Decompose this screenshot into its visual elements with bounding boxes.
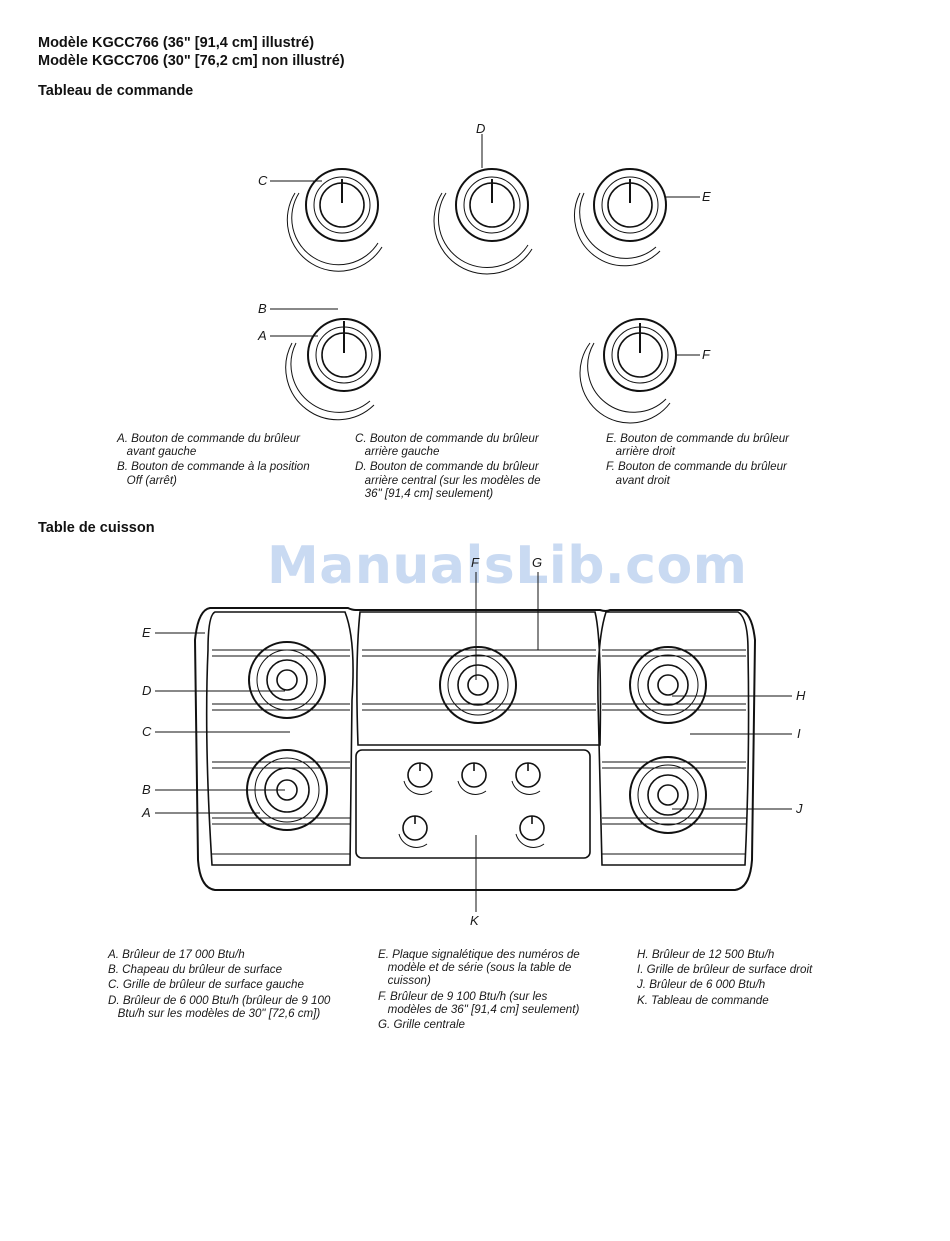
cook-callout-k: K <box>470 913 479 928</box>
cook-callout-b: B <box>142 782 151 797</box>
watermark: ManualsLib.com <box>267 536 748 596</box>
caption-a: A. Bouton de commande du brûleur avant g… <box>117 432 301 459</box>
caption-d: D. Bouton de commande du brûleur arrière… <box>355 460 541 500</box>
controls-caption-col-3: E. Bouton de commande du brûleur arrière… <box>606 432 836 489</box>
cook-callout-e: E <box>142 625 151 640</box>
section-title-cooktop: Table de cuisson <box>38 520 155 536</box>
cooktop-body <box>193 607 757 891</box>
cooktop-caption-col-1: A. Brûleur de 17 000 Btu/h B. Chapeau du… <box>108 948 368 1022</box>
left-grate-frame <box>205 611 354 866</box>
burner-rear-right <box>629 646 707 724</box>
control-panel-frame <box>355 749 591 859</box>
cook-caption-b: B. Chapeau du brûleur de surface <box>108 963 283 977</box>
panel-knob-2 <box>457 762 487 795</box>
cook-callout-h: H <box>796 688 806 703</box>
callout-e: E <box>702 189 711 204</box>
burner-center <box>439 646 517 724</box>
knob-rear-center <box>433 168 533 275</box>
callout-d: D <box>476 121 486 136</box>
section-title-controls: Tableau de commande <box>38 83 194 99</box>
controls-caption-col-1: A. Bouton de commande du brûleur avant g… <box>117 432 347 489</box>
panel-knob-3 <box>511 762 541 795</box>
cook-callout-a: A <box>142 805 151 820</box>
cook-caption-a: A. Brûleur de 17 000 Btu/h <box>108 948 245 961</box>
cook-caption-i: I. Grille de brûleur de surface droit <box>637 963 813 977</box>
cook-caption-f: F. Brûleur de 9 100 Btu/h (sur les modèl… <box>378 989 580 1016</box>
panel-knob-4 <box>398 815 428 848</box>
caption-f: F. Bouton de commande du brûleur avant d… <box>606 460 787 487</box>
cook-callout-c: C <box>142 724 152 739</box>
callout-a: A <box>258 328 267 343</box>
cooktop-caption-col-2: E. Plaque signalétique des numéros de mo… <box>378 948 618 1033</box>
cook-callout-i: I <box>797 726 801 741</box>
cook-caption-g: G. Grille centrale <box>378 1018 465 1032</box>
control-knobs-illustration <box>270 134 700 424</box>
caption-c: C. Bouton de commande du brûleur arrière… <box>355 432 539 459</box>
callout-c: C <box>258 173 268 188</box>
cook-caption-d: D. Brûleur de 6 000 Btu/h (brûleur de 9 … <box>108 993 331 1020</box>
controls-caption-col-2: C. Bouton de commande du brûleur arrière… <box>355 432 585 502</box>
panel-knob-1 <box>403 762 433 795</box>
cook-caption-e: E. Plaque signalétique des numéros de mo… <box>378 948 580 988</box>
callout-f: F <box>702 347 710 362</box>
cook-callout-j: J <box>796 801 803 816</box>
cook-caption-j: J. Brûleur de 6 000 Btu/h <box>637 978 766 992</box>
cook-callout-f: F <box>471 555 479 570</box>
burner-front-right <box>629 756 707 834</box>
cook-callout-g: G <box>532 555 543 570</box>
center-grate-frame <box>356 611 602 746</box>
cook-caption-h: H. Brûleur de 12 500 Btu/h <box>637 948 775 961</box>
caption-e: E. Bouton de commande du brûleur arrière… <box>606 432 790 459</box>
cook-callout-d: D <box>142 683 152 698</box>
knob-rear-right <box>574 168 667 267</box>
right-grate-frame <box>597 611 750 866</box>
model-title-1: Modèle KGCC766 (36" [91,4 cm] illustré) <box>38 35 315 51</box>
panel-knob-5 <box>515 815 545 848</box>
caption-b: B. Bouton de commande à la position Off … <box>117 460 310 487</box>
callout-b: B <box>258 301 267 316</box>
cook-caption-c: C. Grille de brûleur de surface gauche <box>108 978 304 992</box>
knob-rear-left <box>286 168 383 272</box>
cook-caption-k: K. Tableau de commande <box>637 993 769 1007</box>
cooktop-caption-col-3: H. Brûleur de 12 500 Btu/h I. Grille de … <box>637 948 877 1009</box>
knob-front-left <box>285 318 381 421</box>
model-title-2: Modèle KGCC706 (30" [76,2 cm] non illust… <box>38 53 345 69</box>
burner-rear-left <box>248 641 326 719</box>
